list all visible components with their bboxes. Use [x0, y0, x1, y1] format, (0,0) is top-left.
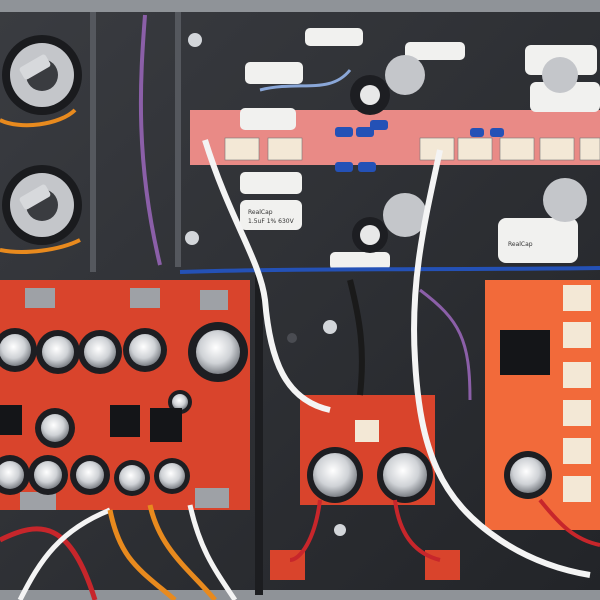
wire-orange-lower-2: [147, 504, 217, 600]
wire-white-lower-1: [17, 507, 111, 600]
chassis-divider-left: [90, 12, 96, 272]
wire-purple-2: [419, 288, 472, 401]
wire-orange-lower-1: [107, 509, 177, 600]
right-relays: [563, 285, 591, 502]
film-cap-brand-label-2: RealCap: [508, 241, 533, 248]
wire-blue-bus: [179, 266, 600, 274]
wire-orange-left-1: [0, 108, 77, 128]
wire-red-lower-1: [0, 526, 98, 600]
screws: [185, 33, 346, 536]
film-capacitors: [240, 28, 600, 270]
film-cap-brand-label: RealCap: [248, 209, 273, 216]
wire-lightblue-1: [259, 69, 352, 92]
wire-orange-left-2: [0, 238, 81, 254]
wire-purple: [138, 14, 162, 266]
right-capacitor-top: [510, 457, 546, 493]
wire-red-right: [538, 498, 600, 547]
chassis-top-edge: [0, 0, 600, 12]
wire-white-main-2: [411, 149, 591, 578]
tube-socket-lower: [2, 165, 82, 245]
wire-red-center-1: [289, 499, 322, 562]
small-tube-sockets: [350, 55, 587, 253]
tube-socket-upper: [2, 35, 82, 115]
chassis-bottom-edge: [0, 590, 600, 600]
wire-white-lower-2: [187, 504, 238, 600]
center-capacitors: [307, 447, 433, 503]
wire-black-center: [347, 279, 365, 396]
chassis-divider-mid: [175, 12, 181, 267]
chassis-divider-lower: [255, 275, 263, 595]
right-heatsink: [500, 330, 550, 375]
terminal-blocks: [20, 288, 229, 510]
wire-white-main-1: [202, 139, 331, 413]
film-cap-spec-label: 1.5uF 1% 630V: [248, 218, 295, 225]
wire-red-center-2: [393, 499, 441, 562]
heatsinks: [0, 405, 182, 442]
blue-capacitors: [335, 120, 504, 172]
relay-row: [224, 137, 600, 161]
electrolytic-capacitors: [0, 322, 248, 496]
center-relay: [355, 420, 379, 442]
